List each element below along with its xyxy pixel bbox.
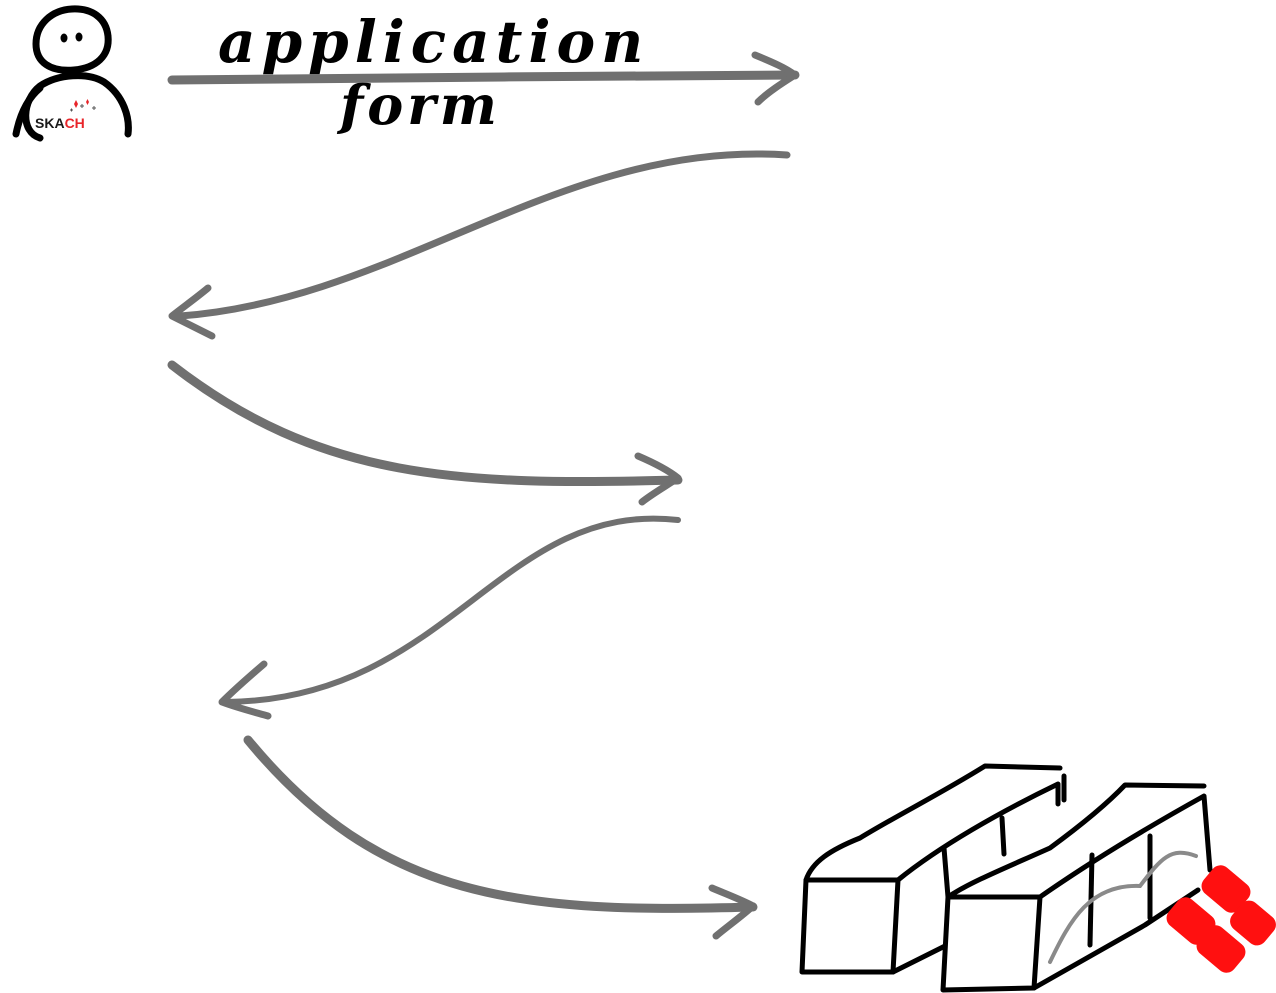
svg-text:SKACH: SKACH: [35, 115, 85, 131]
person-eyes: [60, 32, 83, 43]
skach-logo: SKACH: [35, 99, 96, 131]
arrow-2-left: [168, 150, 791, 340]
arrow-4-left: [218, 515, 681, 720]
logo-prefix: SKA: [35, 115, 65, 131]
server-stack-shading: [1048, 850, 1198, 964]
arrow-5-right: [243, 735, 758, 940]
application-label-line1: application: [218, 8, 649, 76]
stick-person-icon: [12, 5, 132, 142]
application-label-line2: form: [336, 73, 501, 137]
arrow-3-right: [167, 360, 683, 506]
logo-suffix: CH: [65, 115, 85, 131]
server-stack-icon: [799, 763, 1213, 993]
arrow-1-right: [167, 51, 800, 106]
logo-sparkles-icon: [74, 99, 89, 108]
logo-stars-icon: [70, 104, 96, 112]
redhat-diamond-icon: [1166, 865, 1276, 973]
